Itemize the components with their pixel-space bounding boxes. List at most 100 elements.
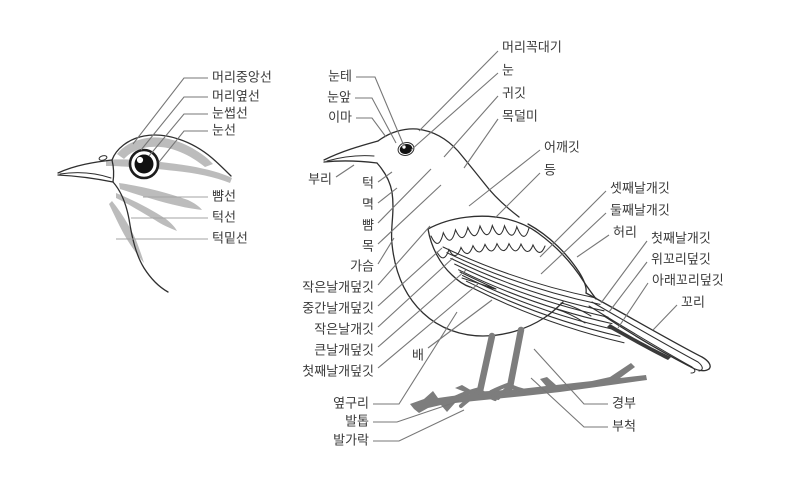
leader-rump [576, 234, 610, 258]
flight-feather-line [454, 263, 609, 318]
flight-feather-line [469, 286, 625, 344]
leader-median-coverts [377, 247, 443, 307]
leader-chin [377, 171, 393, 183]
leader-belly [427, 299, 493, 349]
leader-bill [335, 164, 355, 178]
label-jaw-line: 턱선 [212, 210, 236, 226]
eye-stripe [106, 159, 232, 183]
label-scapulars: 어깨깃 [544, 140, 580, 156]
scallop-row2 [436, 242, 546, 259]
right-foot [489, 382, 529, 400]
leader-eye-ring [356, 76, 405, 147]
tail-feather-line-2 [588, 305, 696, 374]
leader-lores [355, 97, 397, 144]
undertail-covert-line-1 [560, 302, 592, 317]
throat-outline [112, 181, 169, 293]
head-detail-eye [128, 148, 160, 180]
flight-feather-line [450, 257, 605, 312]
label-secondaries: 둘째날개깃 [610, 203, 670, 219]
flight-feather-line [442, 246, 597, 299]
leader-back [494, 172, 541, 219]
bird-beak-lower [323, 160, 378, 164]
leader-small-wing-feathers [377, 257, 454, 328]
label-throat: 멱 [362, 197, 374, 213]
leader-head-side-line [140, 96, 208, 151]
beak-base [111, 159, 115, 183]
covert-scallop-rows [430, 223, 546, 259]
label-back: 등 [544, 163, 556, 179]
label-lores: 눈앞 [327, 90, 351, 106]
bird-beak-gape [326, 155, 375, 162]
label-tibia: 경부 [612, 396, 636, 412]
left-leg [476, 332, 496, 395]
label-belly: 배 [412, 348, 424, 364]
leader-forehead [356, 117, 387, 138]
tail-dark-streak [607, 324, 671, 360]
label-cheek-line: 뺨선 [212, 189, 236, 205]
legs [447, 326, 529, 408]
label-primary-coverts: 첫째날개덮깃 [302, 364, 374, 380]
right-leg [506, 326, 525, 391]
flight-feather-line [465, 280, 621, 337]
label-tail: 꼬리 [681, 295, 705, 311]
label-median-coverts: 중간날개덮깃 [302, 301, 374, 317]
label-chin-line: 턱밑선 [212, 231, 248, 247]
leader-claw [373, 400, 460, 423]
label-forehead: 이마 [328, 110, 352, 126]
leader-scapulars [468, 149, 541, 207]
leader-tibia [533, 348, 608, 405]
label-primaries: 첫째날개깃 [651, 231, 711, 247]
leader-ear-coverts [443, 95, 499, 158]
label-cheek: 뺨 [362, 218, 374, 234]
label-crown: 머리꼭대기 [502, 40, 562, 56]
label-neck: 목 [362, 239, 374, 255]
undertail-covert-line-2 [555, 308, 586, 324]
label-tarsus: 부척 [612, 419, 636, 435]
lateral-crown-stripe [117, 137, 213, 167]
label-undertail-coverts: 아래꼬리덮깃 [652, 273, 724, 289]
leader-cheek [377, 168, 432, 224]
label-tertials: 셋째날개깃 [610, 181, 670, 197]
label-breast: 가슴 [350, 259, 374, 275]
leader-secondaries [540, 212, 607, 275]
leader-eye-line [158, 130, 208, 163]
label-toe: 발가락 [333, 433, 369, 449]
leader-undertail-coverts [617, 282, 649, 329]
malar-stripe [116, 193, 177, 231]
head-detail-art [57, 134, 232, 293]
label-chin: 턱 [362, 176, 374, 192]
label-flank: 옆구리 [333, 396, 369, 412]
wing-leading-edge [427, 228, 471, 288]
beak-lower [57, 174, 114, 183]
leader-eyebrow-line [148, 113, 208, 157]
leader-tertials [539, 190, 607, 258]
label-eye-line: 눈선 [212, 123, 236, 139]
leader-head-center-line [132, 77, 208, 145]
leader-neck [377, 184, 442, 245]
label-eye: 눈 [502, 63, 514, 79]
tail-top-edge [585, 292, 711, 370]
leader-greater-coverts [377, 269, 467, 348]
label-head-center-line: 머리중앙선 [212, 70, 272, 86]
beak-upper [57, 159, 113, 174]
leader-flank [373, 311, 458, 405]
tail-tip-bottom [603, 315, 710, 372]
leader-tarsus [530, 377, 608, 428]
scallop-row1 [430, 223, 530, 244]
leader-primaries [600, 240, 648, 304]
leader-lines [116, 50, 678, 442]
label-head-side-line: 머리옆선 [212, 89, 260, 105]
wing-top-edge [427, 215, 597, 300]
head-outline [111, 134, 232, 177]
label-small-wing-feathers: 작은날개깃 [314, 322, 374, 338]
label-eyebrow-line: 눈썹선 [212, 106, 248, 122]
label-uppertail-coverts: 위꼬리덮깃 [651, 252, 711, 268]
bird-head-outline [377, 128, 520, 218]
bird-beak-upper [323, 140, 379, 161]
left-foot [447, 387, 497, 408]
leader-breast [377, 237, 395, 265]
leader-tail [652, 304, 678, 331]
flight-feather-fan [442, 246, 625, 344]
label-eye-ring: 눈테 [328, 69, 352, 85]
